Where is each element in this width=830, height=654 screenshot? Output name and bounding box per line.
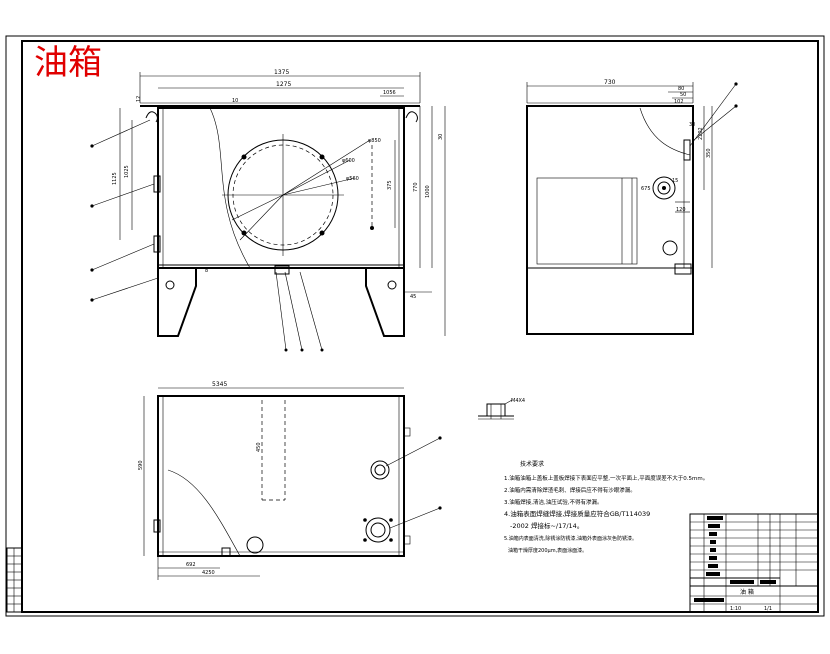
top-tank-body: [157, 395, 405, 557]
left-stamp-strip: [6, 547, 23, 613]
title-block: 油 箱 1:10 1/1: [689, 513, 819, 613]
technical-notes: 技术要求 1.油箱油箱上盖板上盖板焊接下表面应平整,一次平面上,平面度误差不大于…: [504, 460, 708, 554]
top-dim-top: 5345: [212, 381, 227, 388]
outer-border: [5, 35, 825, 617]
note-line-7: 油箱干燥厚度200μm,表面涂面漆。: [508, 547, 587, 554]
front-dim-right-4: 30: [438, 134, 444, 140]
front-dim-circle-2: φ600: [342, 158, 355, 164]
top-filler-cap: [370, 460, 390, 480]
side-dim-mid-1: 675: [641, 186, 651, 192]
side-outlet-circle: [652, 176, 676, 200]
front-dim-inner-width: 1275: [276, 81, 291, 88]
side-view: 730 80 50 102 2202 350 675 15 120 30: [526, 79, 738, 335]
front-dim-top-right: 1056: [383, 90, 396, 96]
side-dim-mid-4: 30: [689, 122, 695, 128]
front-dim-overall-width: 1375: [274, 69, 289, 76]
side-dim-right-1: 2202: [698, 127, 704, 140]
note-line-3: 3.油箱焊接,清洁,油压试验,不得有渗漏。: [504, 498, 603, 506]
side-dim-mid-3: 120: [676, 207, 686, 213]
note-line-1: 1.油箱油箱上盖板上盖板焊接下表面应平整,一次平面上,平面度误差不大于0.5mm…: [504, 474, 708, 482]
title-block-scale: 1:10: [730, 606, 741, 612]
inner-border: [21, 40, 819, 613]
notes-heading: 技术要求: [520, 460, 544, 468]
front-dim-circle-1: φ850: [368, 138, 381, 144]
side-dim-mid-2: 15: [672, 178, 678, 184]
front-dim-left-2: 1025: [124, 165, 130, 178]
top-dim-bottom-1: 692: [186, 562, 196, 568]
side-tank-body: [526, 105, 694, 335]
side-dim-top-3: 102: [674, 99, 684, 105]
front-dim-right-2: 770: [413, 182, 419, 192]
note-line-6: 5.油箱内表面清洗,除锈涂防锈漆,油箱外表面涂灰色防锈漆。: [504, 535, 637, 542]
front-dim-bottom-right: 45: [410, 294, 416, 300]
front-dim-top-small: 10: [232, 98, 238, 104]
side-dim-top-2: 50: [680, 92, 686, 98]
front-dim-right-3: 1000: [425, 185, 431, 198]
title-block-name: 油 箱: [740, 588, 754, 596]
front-tank-body: [157, 107, 405, 269]
note-line-2: 2.油箱内需清除焊渣毛刺、焊接后应不得有沙眼渗漏。: [504, 486, 636, 494]
front-dim-right-1: 375: [387, 180, 393, 190]
front-dim-bottom-small: 8: [205, 268, 208, 274]
front-view: 1375 1275 1056 10 1125 1025 12 φ850 φ600…: [90, 69, 446, 352]
top-view: 5345 590 450 692 4250: [138, 381, 442, 580]
detail-label: M4X4: [511, 398, 525, 404]
front-dim-left-1: 1125: [112, 172, 118, 185]
top-dim-bottom-2: 4250: [202, 570, 215, 576]
top-suction-port: [365, 517, 391, 543]
note-line-5: -2002 焊接标~/17/14。: [510, 521, 583, 530]
front-dim-left-small: 12: [136, 96, 142, 102]
drawing-title: 油箱: [34, 43, 102, 83]
side-dim-right-2: 350: [706, 148, 712, 158]
top-dim-center: 450: [256, 442, 262, 452]
top-dim-left: 590: [138, 460, 144, 470]
title-block-sheet: 1/1: [764, 606, 772, 612]
side-dim-width: 730: [604, 79, 616, 86]
note-line-4: 4.油箱表面焊缝焊接,焊接质量应符合GB/T114039: [504, 509, 650, 518]
side-dim-top-1: 80: [678, 86, 684, 92]
fitting-detail: M4X4: [478, 398, 525, 420]
front-dim-circle-3: φ560: [346, 176, 359, 182]
